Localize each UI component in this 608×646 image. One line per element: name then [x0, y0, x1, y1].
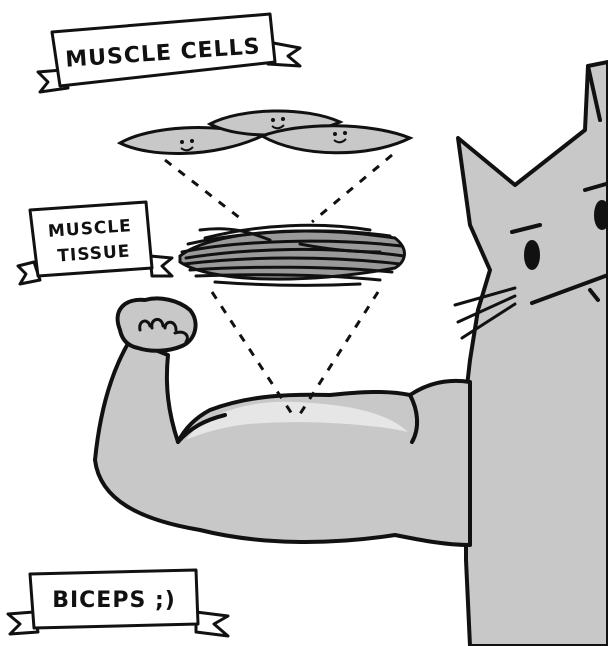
banner-tail-right: [196, 612, 228, 636]
muscle-cells-group: [120, 111, 410, 154]
label-biceps: BICEPS ;): [52, 588, 176, 613]
fist: [118, 298, 196, 350]
cat-eye-left: [526, 242, 538, 268]
dash-cells-to-tissue-right: [312, 155, 392, 222]
cat-head-and-body: [458, 62, 608, 646]
banner-muscle-tissue: MUSCLE TISSUE: [18, 202, 172, 284]
cat-figure: [455, 62, 608, 646]
muscle-cell-right: [262, 126, 410, 153]
cat-eye-right: [596, 202, 608, 228]
muscle-tissue-group: [180, 225, 404, 285]
dash-tissue-to-bicep-left: [212, 292, 292, 414]
dash-cells-to-tissue-left: [165, 160, 245, 222]
banner-muscle-cells: MUSCLE CELLS: [38, 14, 300, 92]
cat-arm: [95, 298, 470, 545]
banner-biceps: BICEPS ;): [8, 570, 228, 636]
